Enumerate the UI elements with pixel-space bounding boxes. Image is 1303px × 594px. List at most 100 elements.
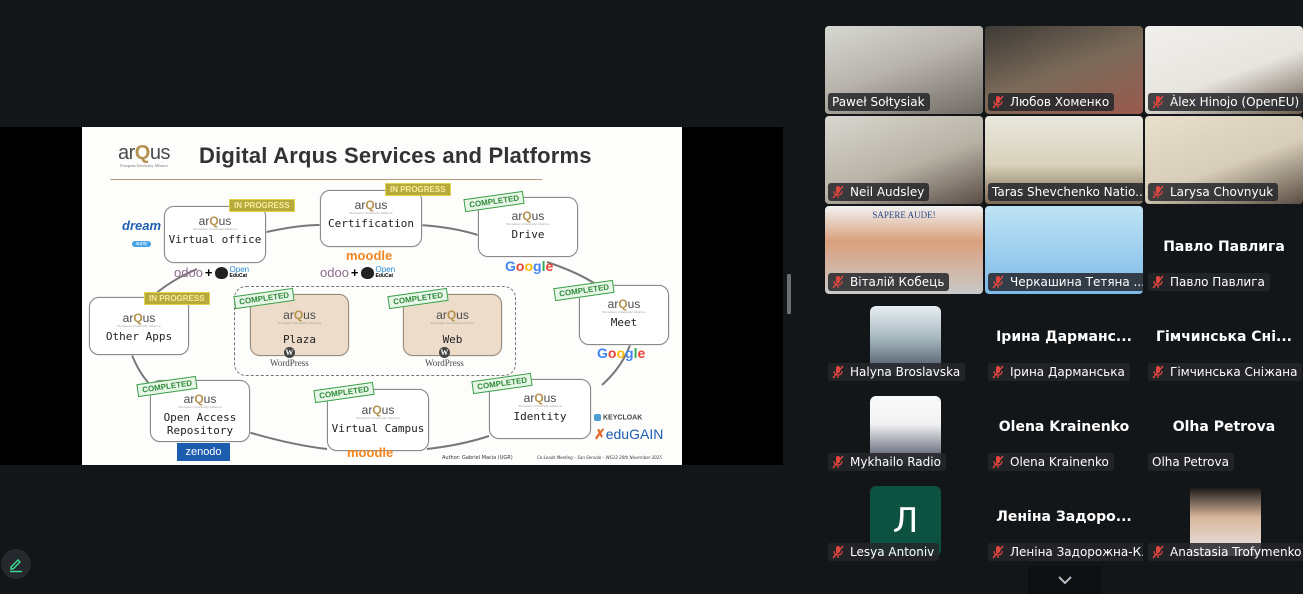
participant-name: Paweł Sołtysiak <box>832 95 925 109</box>
status-in-progress: IN PROGRESS <box>385 183 451 196</box>
participant-name-tag: Гімчинська Сніжана <box>1148 363 1303 381</box>
participant-name: Павло Павлига <box>1170 275 1265 289</box>
participant-name: Віталій Кобець <box>850 275 945 289</box>
participant-name: Любов Хоменко <box>1010 95 1110 109</box>
status-in-progress: IN PROGRESS <box>229 199 295 212</box>
microphone-muted-icon <box>1152 95 1164 109</box>
participant-name-tag: Halyna Broslavska <box>828 363 966 381</box>
participant-name-tag: Anastasia Trofymenko <box>1148 543 1303 561</box>
participant-name-tag: Черкашина Тетяна ... <box>988 273 1143 291</box>
participant-name: Mykhailo Radio <box>850 455 941 469</box>
title-divider <box>110 179 542 180</box>
microphone-muted-icon <box>1152 185 1164 199</box>
shared-slide: arQus European University Alliance Digit… <box>82 127 682 465</box>
participant-name: Olena Krainenko <box>1010 455 1109 469</box>
participant-display-name: Olena Krainenko <box>998 419 1130 435</box>
node-certification: arQus European University Alliance Certi… <box>320 190 422 247</box>
pencil-icon <box>10 559 22 573</box>
participant-tile[interactable]: Larysa Chovnyuk <box>1145 116 1303 204</box>
participant-name: Taras Shevchenko Natio... <box>992 185 1143 199</box>
participant-name-tag: Ірина Дарманська <box>988 363 1130 381</box>
participant-name-tag: Olha Petrova <box>1148 453 1234 471</box>
microphone-muted-icon <box>1152 365 1164 379</box>
participant-name-tag: Neil Audsley <box>828 183 930 201</box>
participant-display-name: Гімчинська Сні... <box>1156 329 1292 345</box>
participant-tile[interactable]: Леніна Задоро... Леніна Задорожна-К... <box>985 476 1143 564</box>
participant-tile[interactable]: Neil Audsley <box>825 116 983 204</box>
annotate-button[interactable] <box>1 549 31 579</box>
microphone-muted-icon <box>992 365 1004 379</box>
moodle-logo: moodle <box>346 248 393 263</box>
participant-name: Neil Audsley <box>850 185 925 199</box>
participant-tile[interactable]: Halyna Broslavska <box>825 296 983 384</box>
participant-name: Гімчинська Сніжана <box>1170 365 1298 379</box>
participant-tile[interactable]: Àlex Hinojo (OpenEU) <box>1145 26 1303 114</box>
slide-author: Author: Gabriel Macia (UGR) <box>442 455 513 461</box>
participant-tile[interactable]: Гімчинська Сні... Гімчинська Сніжана <box>1145 296 1303 384</box>
participant-name-tag: Леніна Задорожна-К... <box>988 543 1143 561</box>
participant-tile[interactable]: Ірина Дарманс... Ірина Дарманська <box>985 296 1143 384</box>
keycloak-logo: KEYCLOAK <box>594 414 642 421</box>
participant-tile[interactable]: Черкашина Тетяна ... <box>985 206 1143 294</box>
microphone-muted-icon <box>832 185 844 199</box>
participant-tile[interactable]: SAPERE AUDE! Віталій Кобець <box>825 206 983 294</box>
gallery-scroll-down-button[interactable] <box>1028 566 1102 594</box>
microphone-muted-icon <box>992 545 1004 559</box>
participant-display-name: Ірина Дарманс... <box>996 329 1132 345</box>
participant-tile[interactable]: Любов Хоменко <box>985 26 1143 114</box>
participant-name: Черкашина Тетяна ... <box>1010 275 1143 289</box>
node-virtual-campus: arQus European University Alliance Virtu… <box>327 389 429 451</box>
participant-tile[interactable]: Paweł Sołtysiak <box>825 26 983 114</box>
participant-tile[interactable]: Anastasia Trofymenko <box>1145 476 1303 564</box>
status-in-progress: IN PROGRESS <box>144 292 210 305</box>
node-open-access-repository: arQus European University Alliance Open … <box>150 380 250 442</box>
participant-name: Àlex Hinojo (OpenEU) <box>1170 95 1300 109</box>
participant-name: Larysa Chovnyuk <box>1170 185 1274 199</box>
participant-name: Lesya Antoniv <box>850 545 935 559</box>
microphone-muted-icon <box>1152 545 1164 559</box>
node-web: arQus European University Alliance Web <box>403 294 502 356</box>
wordpress-group <box>234 286 516 376</box>
node-virtual-office: arQus European University Alliance Virtu… <box>164 206 266 263</box>
participant-name: Леніна Задорожна-К... <box>1010 545 1143 559</box>
slide-footer: Co-Leads Meeting – San Servolo – WG12 20… <box>537 455 662 460</box>
participant-display-name: Павло Павлига <box>1163 239 1285 255</box>
participant-name-tag: Olena Krainenko <box>988 453 1114 471</box>
node-other-apps: arQus European University Alliance Other… <box>89 297 189 355</box>
participant-name: Halyna Broslavska <box>850 365 961 379</box>
participant-tile[interactable]: Mykhailo Radio <box>825 386 983 474</box>
dreamapply-logo: dream apply <box>122 218 162 247</box>
microphone-muted-icon <box>992 95 1004 109</box>
google-logo-drive: Google <box>505 258 554 274</box>
microphone-muted-icon <box>992 275 1004 289</box>
participant-name-tag: Larysa Chovnyuk <box>1148 183 1279 201</box>
arqus-logo: arQus European University Alliance <box>118 142 170 168</box>
resize-handle[interactable] <box>787 274 791 314</box>
microphone-muted-icon <box>832 545 844 559</box>
node-plaza: arQus European University Alliance Plaza <box>250 294 349 356</box>
participant-tile[interactable]: Taras Shevchenko Natio... <box>985 116 1143 204</box>
virtual-background-text: SAPERE AUDE! <box>872 210 936 220</box>
participant-display-name: Леніна Задоро... <box>996 509 1132 525</box>
participant-display-name: Olha Petrova <box>1172 419 1276 435</box>
participant-name: Ірина Дарманська <box>1010 365 1125 379</box>
participant-name-tag: Lesya Antoniv <box>828 543 940 561</box>
microphone-muted-icon <box>832 365 844 379</box>
participant-name-tag: Àlex Hinojo (OpenEU) <box>1148 93 1303 111</box>
edugain-logo: ✗eduGAIN <box>594 426 664 442</box>
microphone-muted-icon <box>832 275 844 289</box>
moodle-logo: moodle <box>347 445 394 460</box>
microphone-muted-icon <box>992 455 1004 469</box>
participant-name-tag: Mykhailo Radio <box>828 453 946 471</box>
participant-name: Olha Petrova <box>1152 455 1229 469</box>
participant-name-tag: Віталій Кобець <box>828 273 950 291</box>
zenodo-logo: zenodo <box>177 443 230 461</box>
